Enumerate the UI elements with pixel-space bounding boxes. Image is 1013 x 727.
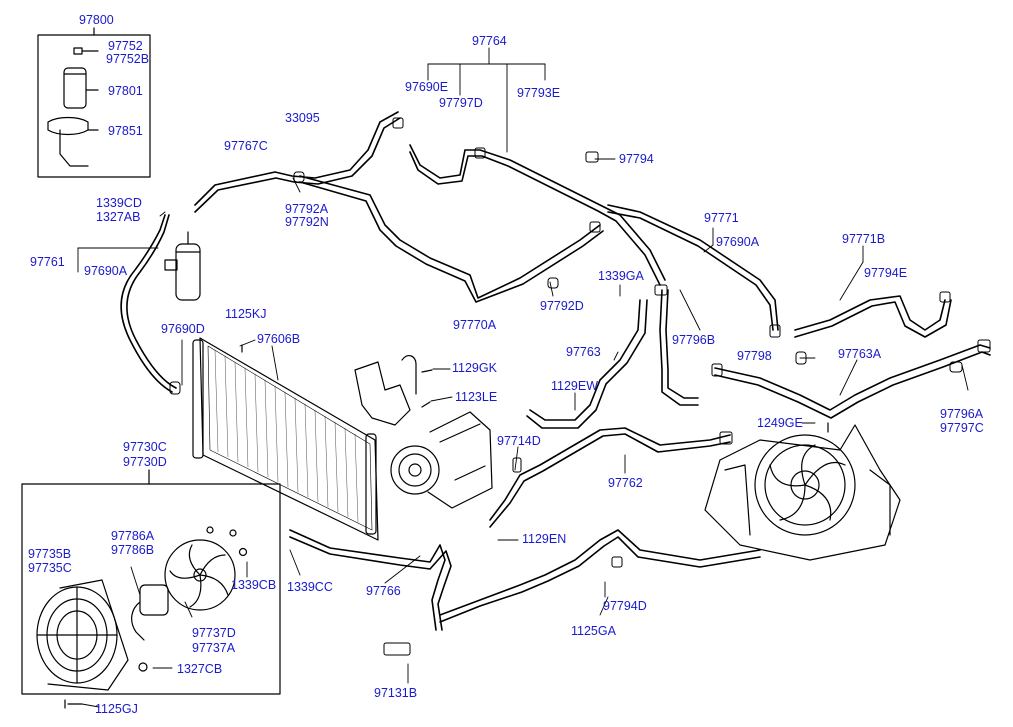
part-97690a-right[interactable]: 97690A (716, 235, 760, 249)
part-1339cc[interactable]: 1339CC (287, 580, 333, 594)
part-33095[interactable]: 33095 (285, 111, 320, 125)
part-1339cb[interactable]: 1339CB (231, 578, 277, 592)
part-97770a[interactable]: 97770A (453, 318, 497, 332)
part-97793e[interactable]: 97793E (517, 86, 561, 100)
part-1125ga[interactable]: 1125GA (571, 624, 616, 638)
part-97798[interactable]: 97798 (737, 349, 772, 363)
part-97771b[interactable]: 97771B (842, 232, 886, 246)
part-97801[interactable]: 97801 (108, 84, 143, 98)
part-97752[interactable]: 97752 (108, 39, 143, 53)
part-97792a[interactable]: 97792A (285, 202, 329, 216)
part-97800[interactable]: 97800 (79, 13, 114, 27)
leader-lines (77, 47, 969, 708)
part-97767c[interactable]: 97767C (224, 139, 268, 153)
part-97786a[interactable]: 97786A (111, 529, 155, 543)
part-97796a[interactable]: 97796A (940, 407, 984, 421)
part-97762[interactable]: 97762 (608, 476, 643, 490)
part-1129en[interactable]: 1129EN (522, 532, 567, 546)
part-97690a-left[interactable]: 97690A (84, 264, 128, 278)
part-97792d[interactable]: 97792D (540, 299, 584, 313)
part-97763[interactable]: 97763 (566, 345, 601, 359)
part-1123le[interactable]: 1123LE (455, 390, 498, 404)
part-97735b[interactable]: 97735B (28, 547, 72, 561)
part-97690d[interactable]: 97690D (161, 322, 205, 336)
part-97730d[interactable]: 97730D (123, 455, 167, 469)
part-97792n[interactable]: 97792N (285, 215, 329, 229)
part-97771[interactable]: 97771 (704, 211, 739, 225)
part-97786b[interactable]: 97786B (111, 543, 155, 557)
part-97797d[interactable]: 97797D (439, 96, 483, 110)
part-1327ab[interactable]: 1327AB (96, 210, 141, 224)
part-1339ga[interactable]: 1339GA (598, 269, 644, 283)
part-1327cb[interactable]: 1327CB (177, 662, 223, 676)
part-1249ge[interactable]: 1249GE (757, 416, 803, 430)
condenser (192, 337, 379, 541)
part-97794[interactable]: 97794 (619, 152, 654, 166)
part-1125kj[interactable]: 1125KJ (225, 307, 267, 321)
part-97730c[interactable]: 97730C (123, 440, 167, 454)
receiver-drier-inset (37, 27, 151, 178)
part-97763a[interactable]: 97763A (838, 347, 882, 361)
part-97851[interactable]: 97851 (108, 124, 143, 138)
part-1125gj[interactable]: 1125GJ (95, 702, 138, 716)
fan-motor-inset (21, 469, 281, 709)
fittings (169, 117, 991, 656)
part-1129ew[interactable]: 1129EW (551, 379, 599, 393)
part-97764[interactable]: 97764 (472, 34, 507, 48)
part-97766[interactable]: 97766 (366, 584, 401, 598)
part-97794d[interactable]: 97794D (603, 599, 647, 613)
part-1339cd[interactable]: 1339CD (96, 196, 142, 210)
fan-shroud-assembly (704, 422, 901, 561)
part-97794e[interactable]: 97794E (864, 266, 908, 280)
part-97761[interactable]: 97761 (30, 255, 65, 269)
refrigerant-pipes (120, 111, 991, 631)
part-97131b[interactable]: 97131B (374, 686, 418, 700)
part-97690e[interactable]: 97690E (405, 80, 449, 94)
part-97752b[interactable]: 97752B (106, 52, 150, 66)
part-1129gk[interactable]: 1129GK (452, 361, 497, 375)
part-97606b[interactable]: 97606B (257, 332, 301, 346)
receiver-drier (164, 231, 201, 301)
part-97714d[interactable]: 97714D (497, 434, 541, 448)
part-97735c[interactable]: 97735C (28, 561, 72, 575)
part-97797c[interactable]: 97797C (940, 421, 984, 435)
part-97737a[interactable]: 97737A (192, 641, 236, 655)
part-97737d[interactable]: 97737D (192, 626, 236, 640)
part-97796b[interactable]: 97796B (672, 333, 716, 347)
compressor (354, 355, 493, 509)
